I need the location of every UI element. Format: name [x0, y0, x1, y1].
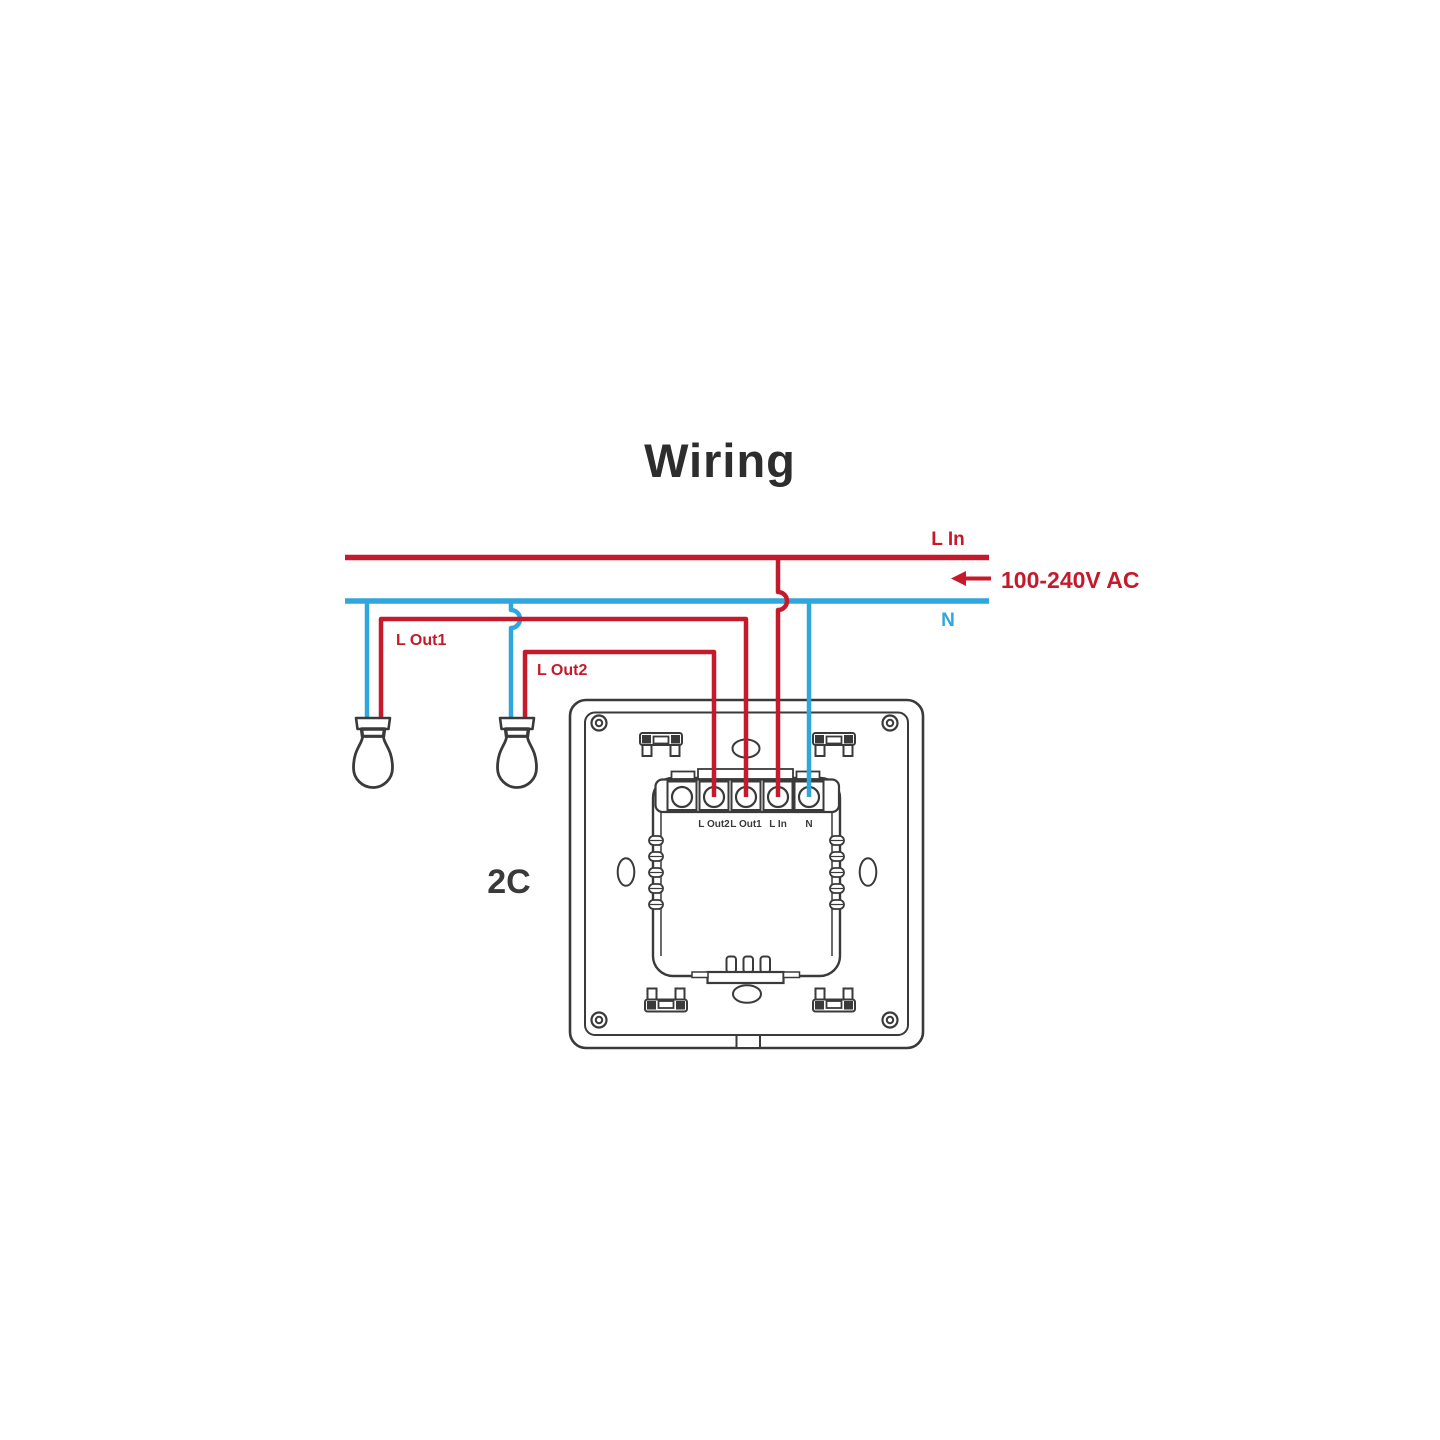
plate-bottom-notch: [735, 1034, 761, 1049]
label-line-in: L In: [931, 529, 964, 550]
terminal-label-n: N: [805, 819, 812, 830]
module-tab-right-5: [829, 899, 845, 910]
screw-bottom-left: [590, 1011, 608, 1029]
light-bulb-1: [351, 716, 395, 790]
module-tab-left-4: [648, 883, 664, 894]
label-l-out2: L Out2: [537, 662, 587, 679]
terminal-top-slot-left: [670, 770, 696, 780]
module-tab-left-3: [648, 867, 664, 878]
module-bottom-prongs: [725, 955, 771, 974]
label-neutral: N: [941, 610, 955, 631]
left-arrow-icon: [951, 571, 966, 586]
terminal-l-out1: [730, 780, 762, 811]
module-tab-left-5: [648, 899, 664, 910]
terminal-label-l-out1: L Out1: [730, 819, 762, 830]
mounting-hole-bottom: [732, 984, 762, 1004]
module-bottom-bar: [706, 970, 785, 985]
wire-live-in: [775, 559, 790, 797]
screw-top-left: [590, 714, 608, 732]
switch-back-plate: [568, 698, 925, 1050]
module-tab-left-2: [648, 851, 664, 862]
wire-live-out2: [522, 649, 717, 797]
label-l-out1: L Out1: [396, 632, 446, 649]
wiring: [345, 554, 991, 797]
label-voltage: 100-240V AC: [1001, 567, 1140, 593]
page-title: Wiring: [644, 434, 796, 487]
module-bottom-step-right: [782, 971, 801, 979]
screw-top-right: [881, 714, 899, 732]
screw-bottom-right: [881, 1011, 899, 1029]
wire-live-out1: [378, 616, 749, 797]
terminal-label-l-in: L In: [769, 819, 787, 830]
module-bottom-step-left: [691, 971, 709, 979]
module-tab-right-1: [829, 835, 845, 846]
light-bulb-2: [495, 716, 539, 790]
module-tab-right-2: [829, 851, 845, 862]
terminal-unused: [666, 780, 698, 811]
terminal-label-l-out2: L Out2: [698, 819, 730, 830]
mounting-hole-left: [616, 857, 636, 887]
module-tab-right-4: [829, 883, 845, 894]
label-model-2c: 2C: [487, 863, 530, 901]
mounting-hole-right: [858, 857, 878, 887]
terminal-screw-unused: [670, 785, 694, 809]
module-tab-left-1: [648, 835, 664, 846]
module-tab-right-3: [829, 867, 845, 878]
